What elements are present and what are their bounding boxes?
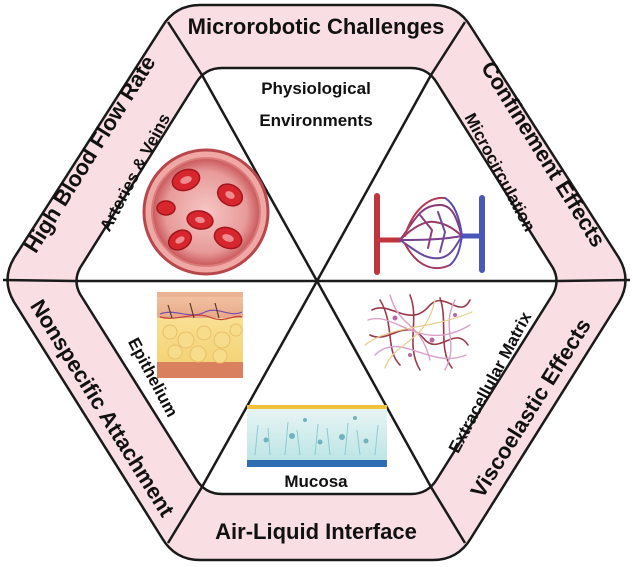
center-title-line2: Environments — [259, 111, 372, 130]
outer-ring-dividers — [2, 21, 631, 544]
mucosa-illustration — [247, 405, 387, 467]
label-air-liquid-interface: Air-Liquid Interface — [215, 519, 417, 544]
label-mucosa: Mucosa — [284, 472, 348, 491]
epithelium-illustration — [157, 292, 243, 378]
label-microrobotic-challenges: Microrobotic Challenges — [188, 14, 445, 39]
microcirculation-illustration — [374, 193, 485, 275]
extracellular-matrix-illustration — [364, 294, 473, 371]
blood-vessel-illustration — [142, 148, 270, 276]
center-title-line1: Physiological — [261, 79, 371, 98]
